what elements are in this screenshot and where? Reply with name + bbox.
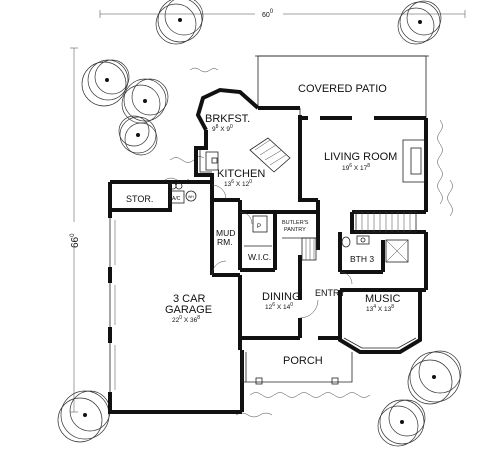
tree-bottom-right	[377, 350, 462, 447]
storage-label: STOR.	[126, 194, 153, 204]
tree-top-right	[397, 0, 442, 45]
living-room-size: 196 X 178	[342, 163, 370, 172]
depth-dimension: 660	[66, 47, 82, 413]
landscape-trees	[57, 0, 462, 447]
dining-size: 126 X 140	[265, 302, 293, 311]
staircase	[355, 211, 417, 233]
kitchen-size: 136 X 120	[224, 179, 252, 188]
hedge-right	[437, 119, 453, 217]
kitchen-island	[249, 137, 291, 173]
water-heater-label: WH	[188, 195, 194, 199]
depth-dim-sup: 0	[70, 233, 76, 237]
butlers-pantry-label-2: PANTRY	[284, 227, 306, 233]
dining-label: DINING	[262, 291, 301, 303]
tree-top-left	[81, 59, 169, 156]
garage-size: 220 X 368	[172, 315, 200, 324]
breakfast-size: 98 X 90	[212, 124, 233, 133]
garage-label-2: GARAGE	[165, 304, 212, 316]
width-dim-sup: 0	[270, 9, 274, 15]
breakfast-label: BRKFST.	[205, 113, 250, 125]
porch-label: PORCH	[283, 355, 323, 367]
entry-label: ENTRY	[315, 288, 345, 298]
hedge-bottom	[235, 392, 371, 418]
tree-bottom-left	[57, 390, 111, 443]
ac-label: A/C	[172, 196, 181, 202]
depth-dim-value: 66	[70, 236, 81, 248]
width-dimension: 600	[99, 6, 466, 20]
music-label: MUSIC	[365, 293, 401, 305]
mud-room-label-1: MUD	[216, 228, 235, 238]
garage-label-1: 3 CAR	[173, 293, 205, 305]
kitchen-label: KITCHEN	[217, 168, 265, 180]
svg-text:660: 660	[70, 233, 81, 248]
room-labels: COVERED PATIO BRKFST. 98 X 90 KITCHEN 13…	[126, 83, 401, 367]
living-room-label: LIVING ROOM	[324, 151, 397, 163]
tree-top-center	[155, 0, 204, 45]
butlers-pantry-label-1: BUTLER'S	[282, 220, 309, 226]
pantry-label: P	[257, 224, 261, 230]
mud-room-label-2: RM.	[217, 237, 233, 247]
bath3-label: BTH 3	[350, 254, 374, 264]
covered-patio-label: COVERED PATIO	[298, 83, 387, 95]
width-dim-value: 60	[262, 12, 270, 19]
svg-text:600: 600	[262, 9, 274, 19]
music-size: 134 X 138	[366, 304, 394, 313]
walls	[107, 55, 429, 414]
wic-label: W.I.C.	[248, 252, 271, 262]
